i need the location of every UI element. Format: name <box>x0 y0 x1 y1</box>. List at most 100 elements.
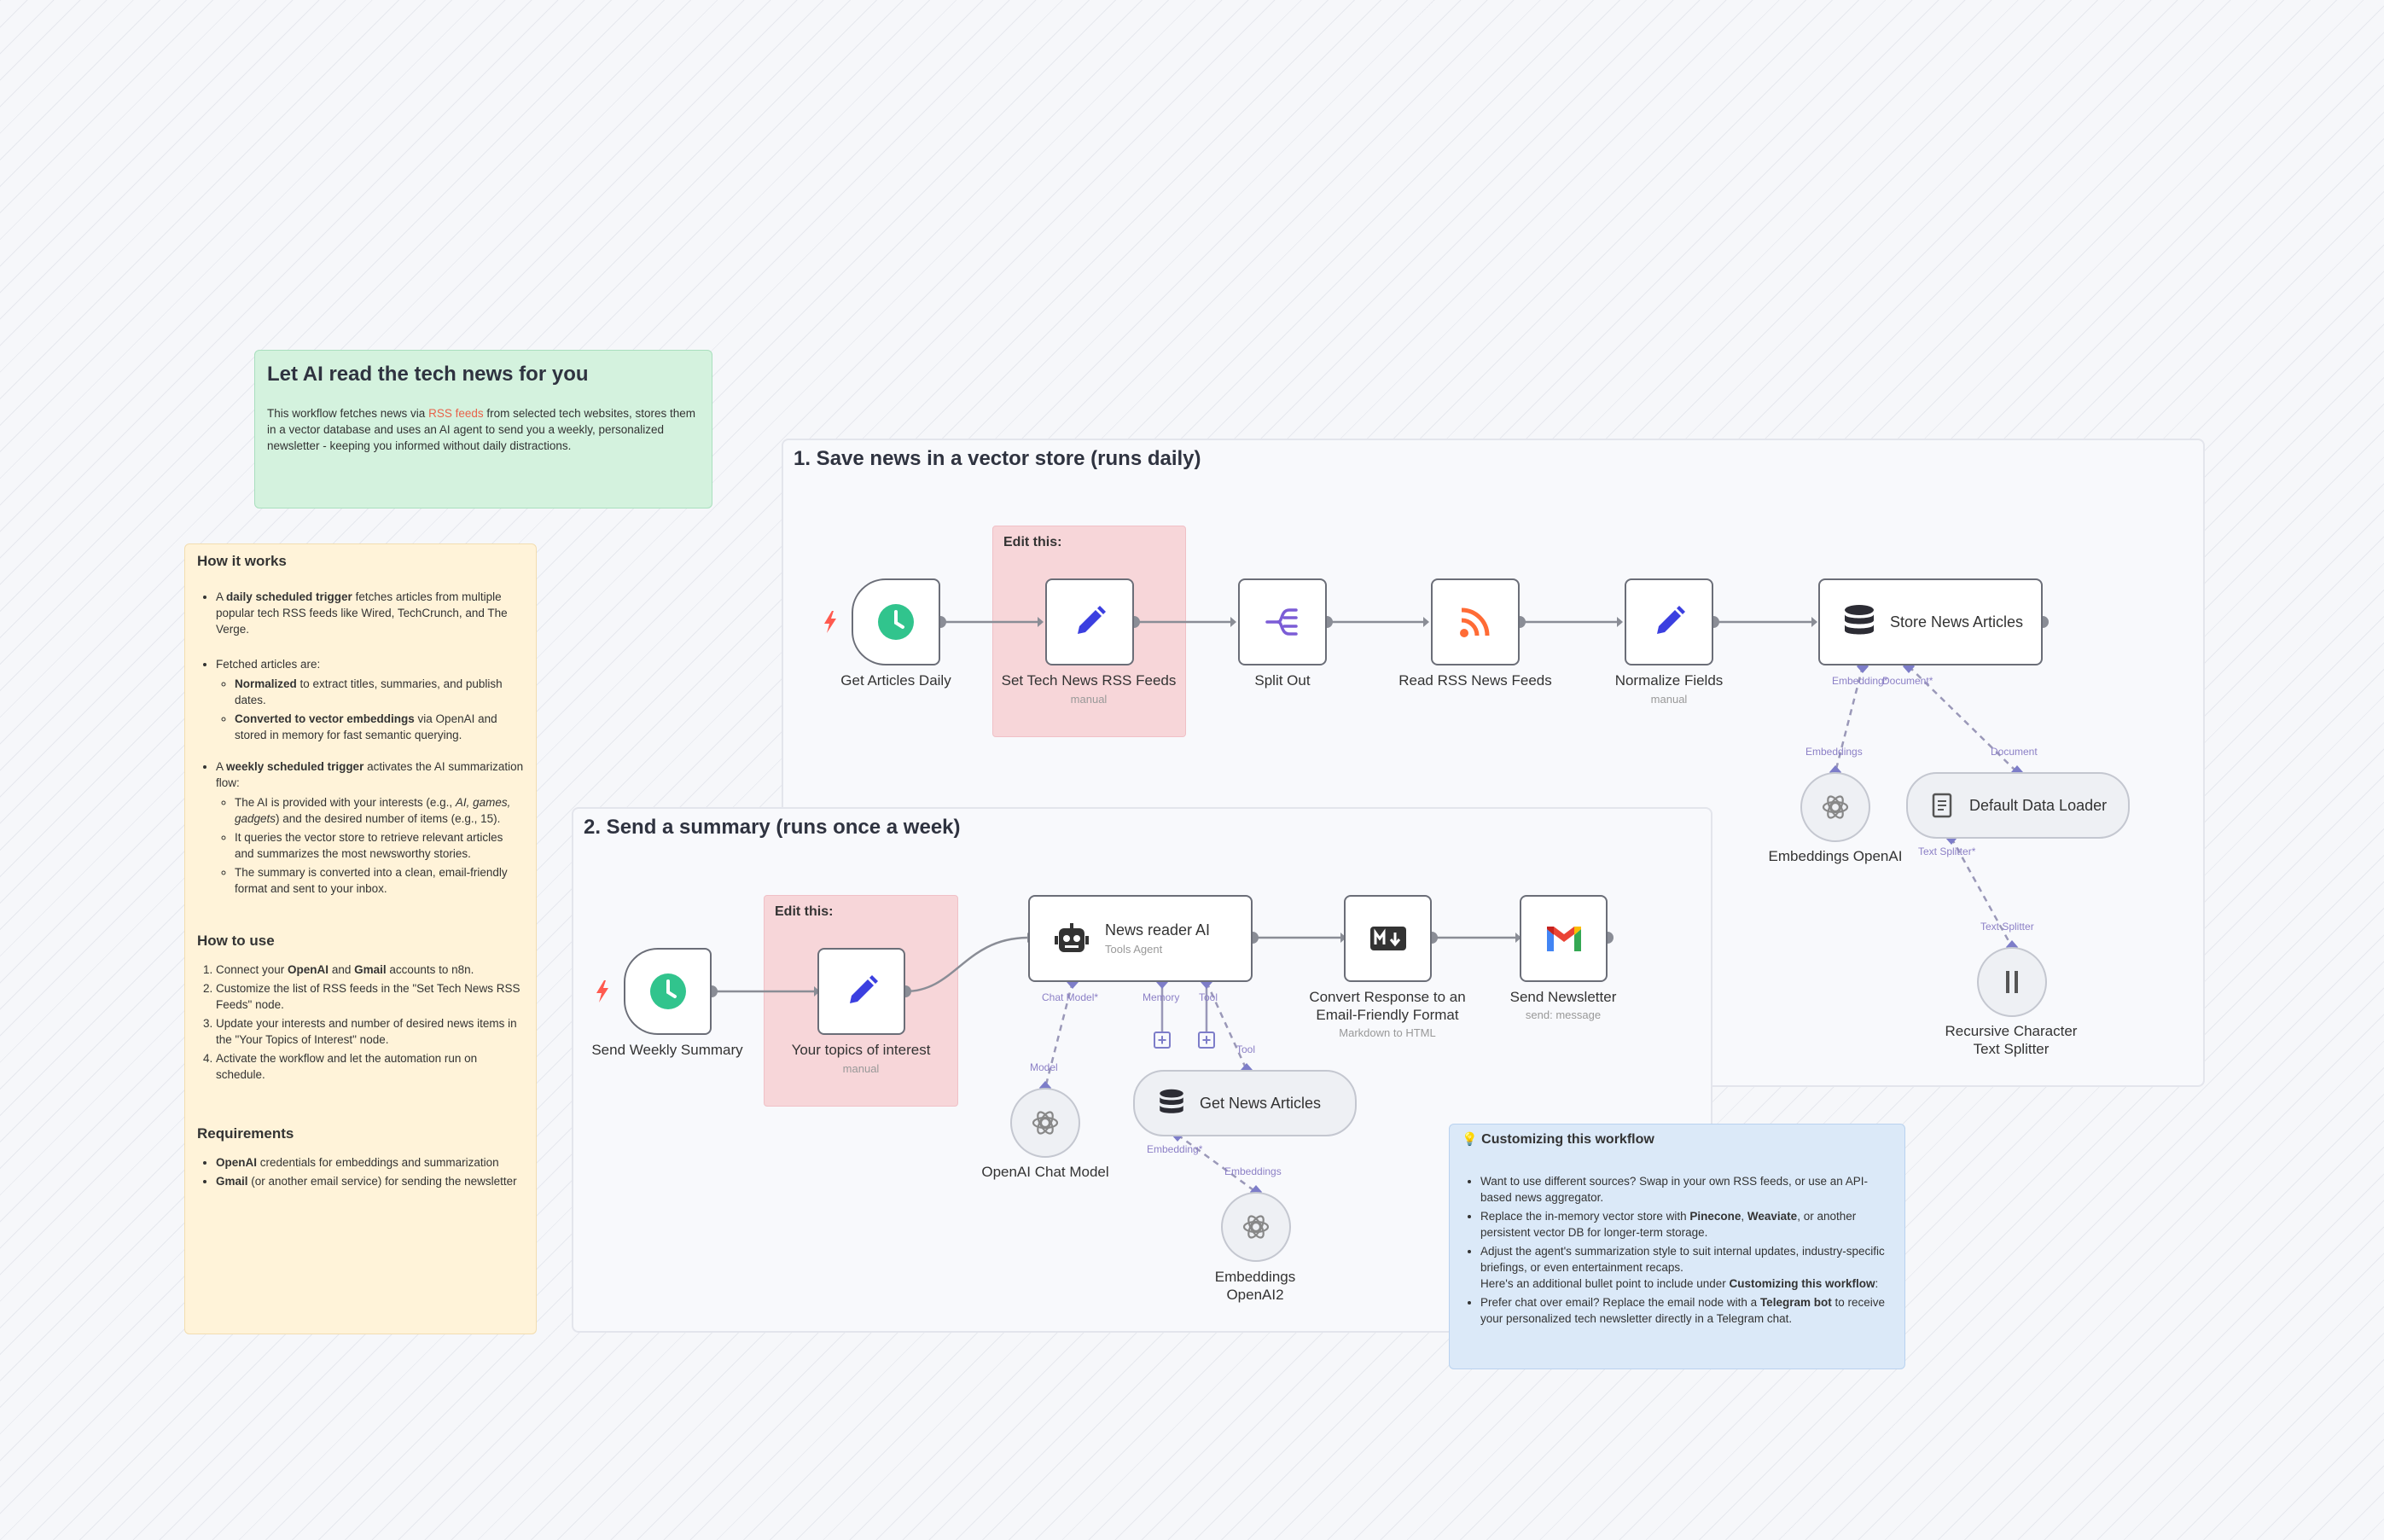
node-label: Send Newsletter <box>1509 989 1617 1005</box>
embeddings-openai2-node[interactable] <box>1221 1192 1291 1262</box>
convert-response-node[interactable] <box>1344 895 1432 982</box>
get-news-articles-node[interactable]: Get News Articles <box>1133 1070 1357 1136</box>
list-item: It queries the vector store to retrieve … <box>235 829 524 862</box>
list-item: The summary is converted into a clean, e… <box>235 864 524 897</box>
node-text: News reader AI Tools Agent <box>1105 921 1210 956</box>
set-tech-news-rss-feeds-node[interactable] <box>1045 578 1134 665</box>
customizing-title-text: Customizing this workflow <box>1481 1132 1654 1147</box>
get-articles-daily-node[interactable] <box>852 578 940 665</box>
requirements-title: Requirements <box>197 1125 294 1142</box>
node-label-line: Embeddings <box>1214 1269 1296 1285</box>
intro-text: This workflow fetches news via RSS feeds… <box>267 405 700 454</box>
node-label-line: Text Splitter <box>1973 1041 2050 1057</box>
customizing-sticky-note[interactable]: 💡 Customizing this workflow Want to use … <box>1449 1124 1905 1369</box>
normalize-fields-node[interactable] <box>1625 578 1713 665</box>
node-label: Convert Response to an Email-Friendly Fo… <box>1276 988 1498 1024</box>
read-rss-news-feeds-node[interactable] <box>1431 578 1520 665</box>
database-icon <box>1845 605 1874 635</box>
rss-feeds-link[interactable]: RSS feeds <box>428 407 484 420</box>
document-icon <box>1932 793 1952 818</box>
intro-text-part: This workflow fetches news via <box>267 407 429 420</box>
port-label: Embeddings <box>1224 1165 1282 1177</box>
list-item: Replace the in-memory vector store with … <box>1480 1208 1893 1241</box>
list-item: Customize the list of RSS feeds in the "… <box>216 980 524 1013</box>
openai-chat-model-node[interactable] <box>1010 1088 1080 1158</box>
node-title: Store News Articles <box>1890 613 2024 631</box>
port-label: Model <box>1030 1061 1058 1073</box>
node-label: Get Articles Daily <box>840 672 951 689</box>
node-label: Send Weekly Summary <box>591 1042 743 1058</box>
lightbulb-icon: 💡 <box>1462 1132 1478 1147</box>
list-item: A weekly scheduled trigger activates the… <box>216 758 524 897</box>
store-news-articles-node[interactable]: Store News Articles <box>1818 578 2043 665</box>
node-label-line: Recursive Character <box>1945 1023 2078 1039</box>
node-label: Your topics of interest <box>791 1042 931 1058</box>
node-label: Split Out <box>1254 672 1311 689</box>
list-item: Fetched articles are: Normalized to extr… <box>216 656 524 743</box>
how-to-use-title: How to use <box>197 933 275 949</box>
add-tool-button[interactable]: + <box>1198 1032 1215 1049</box>
list-item: The AI is provided with your interests (… <box>235 794 524 827</box>
list-item: Converted to vector embeddings via OpenA… <box>235 711 524 743</box>
gmail-icon <box>1546 927 1581 951</box>
node-subtitle: Markdown to HTML <box>1339 1026 1436 1039</box>
lightning-icon <box>596 980 608 1002</box>
intro-text-part: from selected tech websites, stores them… <box>267 407 695 452</box>
rss-icon <box>1460 607 1490 637</box>
send-weekly-summary-node[interactable] <box>624 948 712 1035</box>
port-label: Embedding* <box>1832 675 1888 687</box>
your-topics-of-interest-node[interactable] <box>817 948 905 1035</box>
requirements-list: OpenAI credentials for embeddings and su… <box>197 1154 524 1189</box>
intro-title: Let AI read the tech news for you <box>267 363 589 386</box>
port-label: Embedding* <box>1147 1143 1203 1155</box>
list-item: Gmail (or another email service) for sen… <box>216 1173 524 1189</box>
group-title: 1. Save news in a vector store (runs dai… <box>794 447 1201 470</box>
group-title: 2. Send a summary (runs once a week) <box>584 816 961 839</box>
edit-this-label: Edit this: <box>1003 535 1062 549</box>
port-label: Document <box>1991 746 2038 758</box>
split-icon <box>1265 608 1298 636</box>
markdown-icon <box>1369 927 1406 950</box>
database-icon <box>1160 1089 1183 1113</box>
split-out-node[interactable] <box>1238 578 1327 665</box>
pencil-icon <box>1078 606 1106 634</box>
robot-icon <box>1055 923 1089 952</box>
lightning-icon <box>824 611 836 633</box>
openai-icon <box>1242 1215 1270 1239</box>
how-it-works-sticky-note[interactable]: How it works A daily scheduled trigger f… <box>184 543 537 1334</box>
node-label: Embeddings OpenAI <box>1768 848 1903 864</box>
send-newsletter-node[interactable] <box>1520 895 1608 982</box>
openai-icon <box>1822 795 1849 819</box>
pencil-icon <box>849 975 878 1003</box>
customizing-list: Want to use different sources? Swap in y… <box>1462 1173 1893 1327</box>
port-label: Text Splitter* <box>1918 846 1976 857</box>
pencil-icon <box>1657 606 1685 634</box>
node-label: Embeddings OpenAI2 <box>1144 1268 1366 1304</box>
intro-sticky-note[interactable]: Let AI read the tech news for you This w… <box>254 350 712 508</box>
add-memory-button[interactable]: + <box>1154 1032 1171 1049</box>
port-label: Memory <box>1143 991 1180 1003</box>
node-title: News reader AI <box>1105 921 1211 939</box>
list-item: A daily scheduled trigger fetches articl… <box>216 589 524 637</box>
openai-icon <box>1032 1111 1059 1135</box>
node-subtitle: Tools Agent <box>1105 943 1163 956</box>
node-label: Recursive Character Text Splitter <box>1900 1022 2122 1058</box>
port-label: Chat Model* <box>1042 991 1099 1003</box>
port-label: Tool <box>1236 1043 1256 1055</box>
embeddings-openai-node[interactable] <box>1800 772 1870 842</box>
default-data-loader-node[interactable]: Default Data Loader <box>1906 772 2130 839</box>
list-item: Activate the workflow and let the automa… <box>216 1050 524 1083</box>
node-label: Normalize Fields <box>1614 672 1724 689</box>
clock-icon <box>649 973 686 1009</box>
node-label: Read RSS News Feeds <box>1398 672 1552 689</box>
port-label: Tool <box>1199 991 1218 1003</box>
node-label: OpenAI Chat Model <box>981 1164 1109 1180</box>
list-item: OpenAI credentials for embeddings and su… <box>216 1154 524 1171</box>
splitter-icon <box>2006 971 2018 993</box>
news-reader-ai-node[interactable]: News reader AI Tools Agent <box>1028 895 1253 982</box>
how-to-use-list: Connect your OpenAI and Gmail accounts t… <box>197 962 524 1083</box>
node-subtitle: manual <box>1650 693 1688 706</box>
list-item: Normalized to extract titles, summaries,… <box>235 676 524 708</box>
recursive-character-text-splitter-node[interactable] <box>1977 947 2047 1017</box>
edit-this-label: Edit this: <box>775 904 834 919</box>
